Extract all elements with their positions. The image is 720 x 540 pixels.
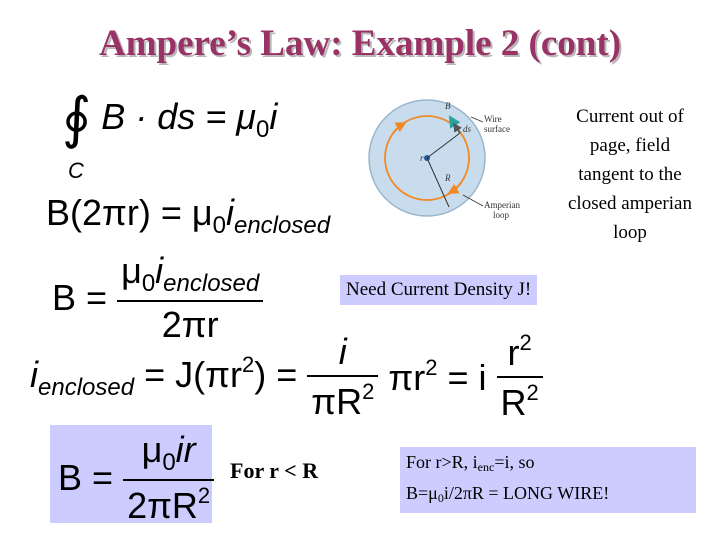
eq4-f1-den-sup: 2 xyxy=(362,379,375,404)
eq5-den-sup: 2 xyxy=(197,483,211,508)
outside-line1-a: For r>R, i xyxy=(406,452,478,472)
eq4-i-sub: enclosed xyxy=(38,374,135,401)
eq3-mu: μ xyxy=(121,250,142,291)
eq4-f2-den: R xyxy=(500,382,527,423)
current-symbol: i xyxy=(269,96,278,137)
eq4-fraction-1: i πR2 xyxy=(307,331,379,423)
callout-line-1: Current out of xyxy=(576,106,684,127)
eq5-B: B = xyxy=(58,457,114,498)
inside-field-equation: B = μ0ir 2πR2 xyxy=(58,429,215,527)
eq3-i-sub: enclosed xyxy=(163,270,260,297)
inside-region-label: For r < R xyxy=(230,458,319,483)
eq4-fraction-2: r2 R2 xyxy=(496,330,543,424)
loop-direction-arrow-2 xyxy=(447,182,462,194)
eq5-ir: ir xyxy=(175,429,196,470)
eq4-f2-num-sup: 2 xyxy=(519,330,532,355)
outside-line2-sub: 0 xyxy=(437,491,444,505)
eq4-J: = J(πr xyxy=(144,354,242,395)
eq4-f2-num: r xyxy=(507,332,520,373)
need-current-density-note: Need Current Density J! xyxy=(340,275,538,305)
eq4-i: i xyxy=(30,354,38,395)
eq2-i: i xyxy=(225,192,234,233)
integrand: B · ds = μ xyxy=(101,96,256,137)
eq4-equals-i: = i xyxy=(447,357,487,398)
eq2-mu-sub: 0 xyxy=(212,212,226,239)
callout-line-5: loop xyxy=(613,222,647,243)
outside-line1-b: =i, so xyxy=(494,452,535,472)
label-wire: Wire xyxy=(484,114,502,124)
outside-line2-b: i/2πR = LONG WIRE! xyxy=(443,483,610,503)
integration-path-label: C xyxy=(68,158,84,183)
eq2-lhs: B(2πr) = μ xyxy=(46,192,213,233)
callout-line-4: closed amperian xyxy=(568,193,692,214)
label-r: r xyxy=(420,153,424,163)
eq4-f1-den: πR xyxy=(311,381,363,422)
eq4-f1-num: i xyxy=(338,331,347,372)
result-box-inside: B = μ0ir 2πR2 xyxy=(50,425,215,526)
eq3-mu-sub: 0 xyxy=(141,270,156,297)
ds-vector-arrow xyxy=(453,122,462,134)
enclosed-current-equation: B(2πr) = μ0ienclosed xyxy=(46,192,330,240)
eq4-pir: πr xyxy=(388,357,426,398)
mu-subscript: 0 xyxy=(255,116,270,143)
wire-cross-section-figure: B ds Wire surface r R Amperian loop xyxy=(368,99,520,220)
radius-R-line xyxy=(426,157,450,208)
amperian-pointer xyxy=(462,194,484,207)
eq3-fraction: μ0ienclosed 2πr xyxy=(117,250,264,346)
eq5-mu: μ xyxy=(141,429,163,470)
callout-line-2: page, field xyxy=(589,135,671,156)
eq2-i-sub: enclosed xyxy=(233,212,331,239)
ampere-law-equation: ∮ B · ds = μ0i xyxy=(62,86,277,151)
eq4-sup-b: 2 xyxy=(425,355,438,380)
eq5-fraction: μ0ir 2πR2 xyxy=(123,429,215,527)
eq5-den: 2πR xyxy=(127,485,198,526)
outside-region-note: For r>R, ienc=i, so B=μ0i/2πR = LONG WIR… xyxy=(400,447,696,513)
field-fraction-equation: B = μ0ienclosed 2πr xyxy=(52,250,264,346)
outside-line1-sub: enc xyxy=(477,460,495,474)
callout-line-3: tangent to the xyxy=(578,164,682,185)
outside-line2-a: B=μ xyxy=(406,483,438,503)
eq4-sup-a: 2 xyxy=(241,352,255,377)
current-description-callout: Current out of page, field tangent to th… xyxy=(544,102,716,247)
label-B: B xyxy=(445,101,451,111)
eq4-close: ) xyxy=(254,354,267,395)
current-density-equation: ienclosed = J(πr2) = i πR2 πr2 = i r2 R2 xyxy=(30,330,543,424)
label-loop: loop xyxy=(493,210,510,220)
loop-direction-arrow xyxy=(392,122,407,134)
amperian-loop xyxy=(384,115,470,201)
eq3-den: 2πr xyxy=(117,300,264,346)
wire-surface-pointer xyxy=(470,116,484,123)
closed-integral-symbol: ∮ xyxy=(62,86,92,151)
label-amperian: Amperian xyxy=(484,200,520,210)
eq4-f2-den-sup: 2 xyxy=(526,380,539,405)
label-ds: ds xyxy=(463,124,472,134)
eq5-mu-sub: 0 xyxy=(162,449,176,476)
label-surface: surface xyxy=(484,124,510,134)
eq4-equals: = xyxy=(276,354,298,395)
radius-r-line xyxy=(426,132,461,159)
slide-title: Ampere’s Law: Example 2 (cont) xyxy=(98,23,622,64)
label-R: R xyxy=(444,173,451,183)
eq3-B: B = xyxy=(52,277,108,318)
eq3-i: i xyxy=(155,250,164,291)
